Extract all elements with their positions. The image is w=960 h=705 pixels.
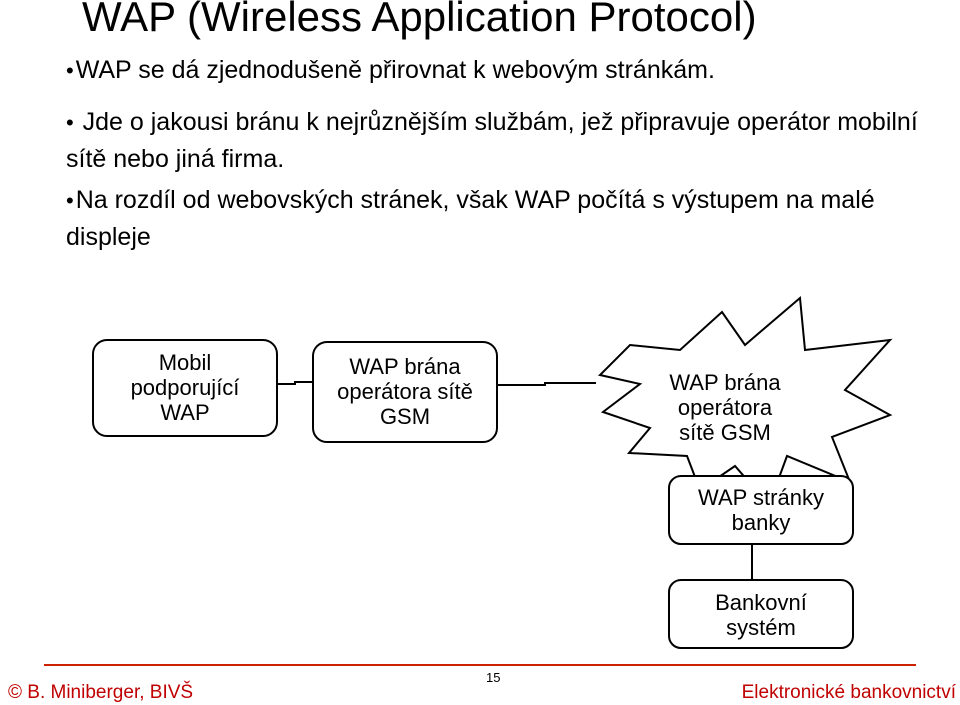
footer-course: Elektronické bankovnictví bbox=[741, 682, 956, 703]
page-number: 15 bbox=[486, 670, 501, 685]
bullet-dot: • bbox=[66, 188, 74, 213]
bullet-1: •WAP se dá zjednodušeně přirovnat k webo… bbox=[66, 52, 926, 89]
gateway-burst-label: WAP brána operátora sítě GSM bbox=[669, 370, 781, 445]
bank-system-box bbox=[668, 579, 854, 649]
gateway-gsm-box bbox=[312, 341, 498, 443]
bullet-3: •Na rozdíl od webovských stránek, však W… bbox=[66, 182, 926, 255]
bank-pages-box bbox=[668, 475, 854, 545]
footer-author: © B. Miniberger, BIVŠ bbox=[8, 682, 194, 703]
bullet-3-text: Na rozdíl od webovských stránek, však WA… bbox=[66, 186, 875, 251]
connector-gateway-burst bbox=[497, 382, 596, 386]
footer-divider bbox=[44, 664, 916, 666]
bullet-2-text: Jde o jakousi bránu k nejrůznějším služb… bbox=[66, 108, 918, 173]
gateway-burst-shape bbox=[598, 295, 893, 507]
bullet-2: • Jde o jakousi bránu k nejrůznějším slu… bbox=[66, 104, 926, 177]
mobile-box bbox=[92, 339, 278, 437]
bank-pages-label: WAP stránky banky bbox=[698, 485, 824, 535]
mobile-label: Mobil podporující WAP bbox=[130, 350, 240, 425]
gateway-gsm-label: WAP brána operátora sítě GSM bbox=[337, 354, 473, 429]
bank-system-label: Bankovní systém bbox=[715, 590, 807, 640]
slide-title: WAP (Wireless Application Protocol) bbox=[82, 0, 757, 40]
bullet-dot: • bbox=[66, 58, 74, 83]
bullet-dot: • bbox=[66, 110, 74, 135]
connector-mobile-gateway bbox=[278, 381, 313, 385]
bullet-1-text: WAP se dá zjednodušeně přirovnat k webov… bbox=[75, 56, 715, 84]
